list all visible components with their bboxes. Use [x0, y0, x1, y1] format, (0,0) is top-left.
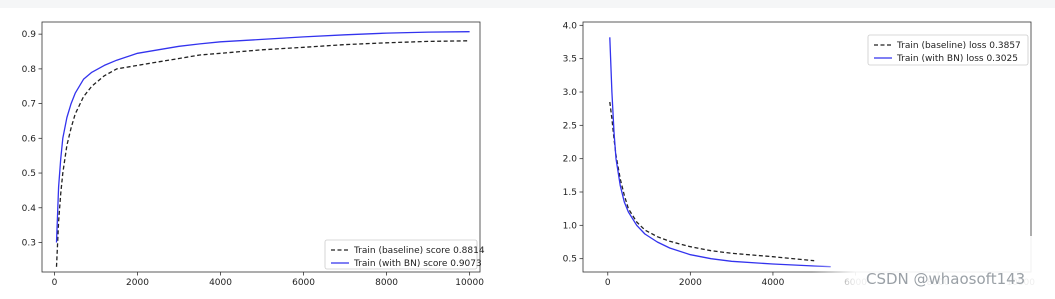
- watermark-fade: [812, 236, 1055, 299]
- page-top-strip: [0, 0, 1055, 8]
- loss-chart-ytick-label: 4.0: [563, 21, 578, 31]
- loss-chart-ytick-label: 1.5: [563, 188, 577, 198]
- score-chart-legend-box: [324, 239, 478, 270]
- loss-chart-ytick-label: 3.5: [563, 55, 577, 65]
- loss-chart-series-line-1: [609, 101, 815, 262]
- score-chart-xtick-label: 10000: [455, 278, 484, 288]
- score-chart-legend-label-2: Train (with BN) score 0.9073: [353, 259, 482, 269]
- loss-chart-xtick-label: 0: [605, 278, 611, 288]
- loss-chart-legend-label-1: Train (baseline) loss 0.3857: [896, 41, 1021, 51]
- score-chart-ytick-label: 0.9: [22, 30, 37, 40]
- loss-chart-legend-label-2: Train (with BN) loss 0.3025: [896, 54, 1018, 64]
- score-chart-ytick-label: 0.5: [22, 169, 36, 179]
- loss-chart-ytick-label: 0.5: [563, 255, 577, 265]
- loss-chart-ytick-label: 3.0: [563, 88, 578, 98]
- score-chart-xtick-label: 8000: [375, 278, 398, 288]
- watermark-text: CSDN @whaosoft143: [866, 270, 1026, 288]
- loss-chart-series-line-2: [609, 37, 831, 268]
- loss-chart-ytick-label: 2.0: [563, 155, 578, 165]
- score-chart-series-line-2: [55, 31, 470, 243]
- loss-chart-ytick-label: 2.5: [563, 121, 577, 131]
- loss-chart-xtick-label: 4000: [761, 278, 784, 288]
- score-chart-xtick-label: 6000: [292, 278, 315, 288]
- score-chart-ytick-label: 0.6: [22, 134, 37, 144]
- loss-chart-xtick-label: 2000: [679, 278, 702, 288]
- score-chart-series-line-1: [55, 40, 470, 267]
- score-chart-legend-label-1: Train (baseline) score 0.8814: [353, 246, 485, 256]
- loss-chart-legend-box: [867, 34, 1029, 66]
- score-chart-xtick-label: 4000: [209, 278, 232, 288]
- score-chart-ytick-label: 0.8: [22, 65, 37, 75]
- score-chart-xtick-label: 0: [52, 278, 58, 288]
- score-chart-xtick-label: 2000: [126, 278, 149, 288]
- score-chart-ytick-label: 0.4: [22, 204, 37, 214]
- loss-chart-axes-frame: [582, 21, 1032, 273]
- score-chart: 0 2000 4000 6000 8000 10000 0.3 0.4 0.5 0.6 0.7 0.8…: [22, 21, 485, 288]
- score-chart-axes-frame: [41, 21, 481, 273]
- score-chart-ytick-label: 0.3: [22, 238, 36, 248]
- loss-chart-ytick-label: 1.0: [563, 221, 578, 231]
- score-chart-ytick-label: 0.7: [22, 100, 36, 110]
